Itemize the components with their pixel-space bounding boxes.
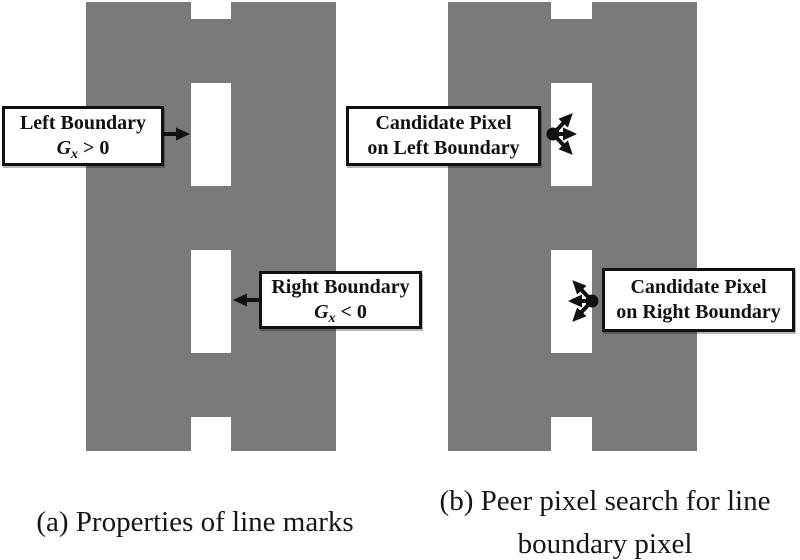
- road-panel-b: [448, 2, 697, 451]
- lane-mark: [191, 250, 231, 353]
- candidate-pixel-right-line2: on Right Boundary: [616, 301, 781, 323]
- left-boundary-label-title: Left Boundary: [19, 112, 147, 134]
- candidate-pixel-right-line1: Candidate Pixel: [630, 276, 767, 298]
- caption-b-line1: (b) Peer pixel search for line: [439, 485, 771, 517]
- caption-b-line2: boundary pixel: [517, 528, 693, 560]
- candidate-pixel-right-label: Candidate Pixel on Right Boundary: [602, 268, 795, 332]
- road-panel-a: [86, 2, 336, 451]
- lane-mark: [191, 83, 231, 186]
- right-boundary-label-title: Right Boundary: [271, 276, 410, 298]
- caption-b: (b) Peer pixel search for line boundary …: [412, 480, 798, 560]
- lane-mark: [191, 417, 231, 451]
- right-boundary-gradient-condition: Gx < 0: [314, 301, 367, 326]
- left-boundary-label: Left Boundary Gx > 0: [2, 106, 164, 166]
- candidate-pixel-left-line1: Candidate Pixel: [375, 112, 512, 134]
- candidate-pixel-left-label: Candidate Pixel on Left Boundary: [346, 106, 541, 166]
- lane-mark: [551, 2, 592, 19]
- left-boundary-gradient-condition: Gx > 0: [56, 137, 110, 162]
- candidate-pixel-left-line2: on Left Boundary: [367, 137, 520, 159]
- lane-mark: [551, 83, 592, 186]
- lane-mark: [551, 417, 592, 451]
- right-boundary-label: Right Boundary Gx < 0: [259, 271, 422, 329]
- lane-mark: [191, 2, 231, 19]
- caption-a: (a) Properties of line marks: [36, 506, 354, 538]
- lane-mark: [551, 250, 592, 353]
